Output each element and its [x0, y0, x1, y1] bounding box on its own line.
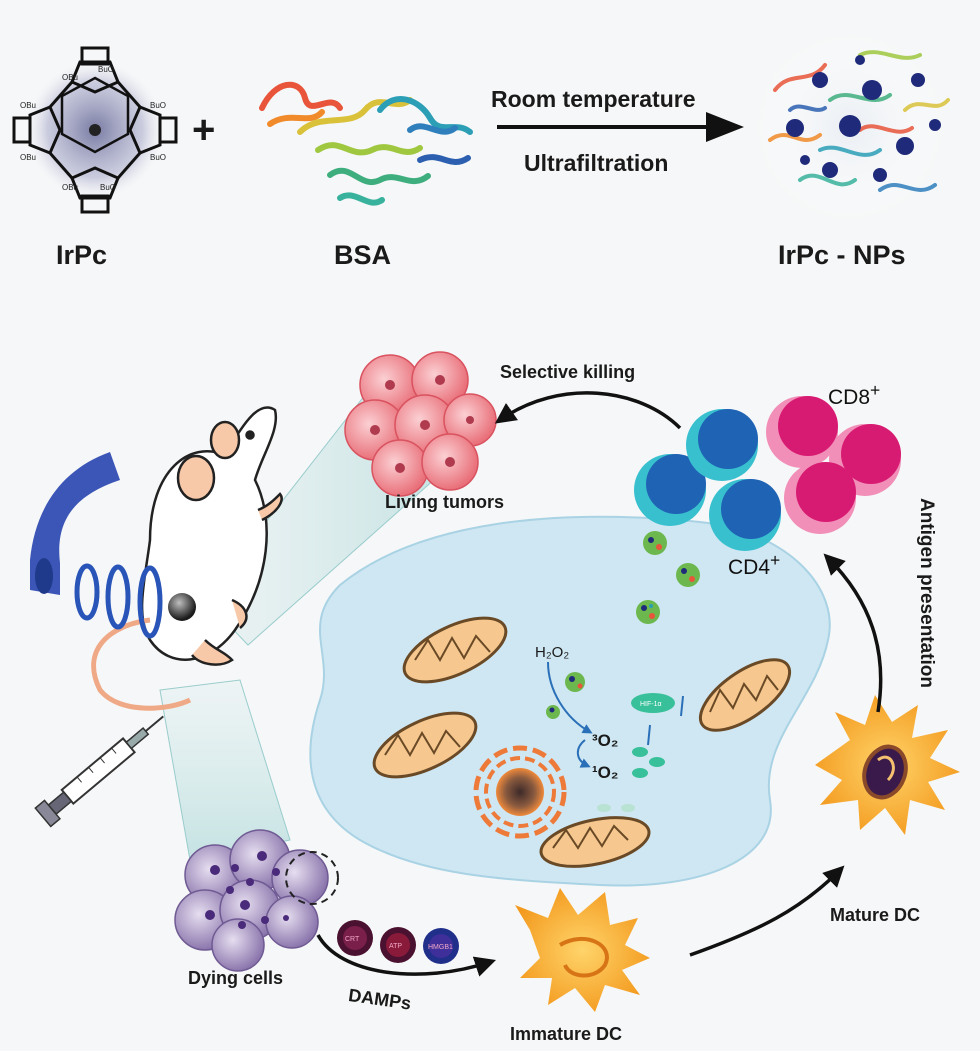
bsa-protein-icon	[259, 81, 473, 206]
nanoparticle-small-icon	[546, 705, 560, 719]
cd4-t-cell	[709, 479, 781, 551]
antigen-presentation-arrow	[823, 553, 883, 713]
condition-ultrafiltration: Ultrafiltration	[524, 150, 669, 176]
substituent-label: BuO	[150, 101, 166, 110]
immature-dc-label: Immature DC	[510, 1024, 623, 1044]
mature-dc-cell	[815, 695, 960, 835]
substituent-label: BuO	[98, 65, 114, 74]
mitochondrion-icon	[539, 816, 651, 868]
damp-sphere-crt	[337, 920, 373, 956]
mitochondrion-icon	[402, 616, 508, 684]
plus-sign: +	[192, 108, 216, 152]
cd8-label: CD8+	[828, 380, 880, 410]
ultrasound-waves-icon	[74, 563, 163, 639]
living-tumors-label: Living tumors	[385, 492, 505, 512]
maturation-arrow	[689, 865, 845, 957]
living-tumor-cluster	[344, 351, 497, 497]
nanoparticle-small-icon	[636, 600, 660, 624]
hif-inhibition-icon	[597, 693, 684, 812]
reagent-bsa-label: BSA	[334, 240, 392, 270]
damps-release-arrow	[316, 934, 496, 977]
cd4-t-cell	[634, 454, 706, 526]
cd4-label: CD4+	[728, 550, 780, 580]
mitochondrion-icon	[372, 711, 478, 779]
dying-cells-cluster	[174, 829, 339, 972]
damp-sphere-hmgb1	[423, 928, 459, 964]
cd4-text: CD4	[728, 556, 771, 579]
irpc-molecule-icon	[12, 46, 178, 214]
product-irpc-nps-label: IrPc - NPs	[778, 240, 906, 270]
syringe-icon	[34, 715, 164, 828]
cell-nucleus-icon	[473, 745, 567, 839]
irpc-nanoparticle-icon	[752, 29, 950, 225]
substituent-label: OBu	[20, 101, 36, 110]
damp-label-hmgb1: HMGB1	[428, 944, 453, 951]
nanoparticle-small-icon	[676, 563, 700, 587]
cd4-sup: +	[770, 550, 781, 570]
mitochondrion-icon	[698, 658, 792, 732]
immature-dc-cell	[515, 888, 650, 1012]
mouse-illustration	[91, 406, 283, 711]
substituent-label: OBu	[20, 153, 36, 162]
h2o2-label: H₂O₂	[535, 644, 569, 661]
laser-source-icon	[30, 452, 120, 595]
substituent-label: OBu	[62, 73, 78, 82]
triplet-oxygen-label: ³O₂	[592, 731, 618, 750]
tumor-site-ball	[168, 593, 196, 621]
nanoparticle-small-icon	[643, 531, 667, 555]
light-beam-to-dying-cells	[159, 679, 291, 861]
condition-room-temperature: Room temperature	[491, 86, 696, 112]
dying-cells-label: Dying cells	[188, 968, 284, 988]
nanoparticle-small-icon	[565, 672, 585, 692]
cd8-t-cell	[766, 396, 838, 468]
cd4-t-cell	[686, 409, 758, 481]
hif-label: HIF-1α	[640, 701, 662, 708]
cd8-sup: +	[870, 380, 881, 400]
damp-sphere-atp	[380, 927, 416, 963]
selective-killing-label: Selective killing	[500, 362, 636, 382]
antigen-presentation-label: Antigen presentation	[916, 498, 937, 689]
selective-killing-arrow	[494, 391, 682, 430]
o2-conversion-arrow	[576, 739, 591, 768]
damp-label-crt: CRT	[345, 936, 360, 943]
substituent-label: OBu	[62, 183, 78, 192]
singlet-oxygen-label: ¹O₂	[592, 763, 618, 782]
reaction-arrow	[497, 112, 744, 142]
irpc-substituent-labels: OBu BuO OBu BuO OBu BuO OBu BuO	[20, 65, 166, 192]
substituent-label: BuO	[100, 183, 116, 192]
substituent-label: BuO	[150, 153, 166, 162]
mature-dc-label: Mature DC	[830, 905, 921, 925]
h2o2-conversion-arrow	[547, 661, 593, 734]
damp-label-atp: ATP	[389, 943, 402, 950]
reagent-irpc-label: IrPc	[56, 240, 108, 270]
cd8-t-cell	[784, 462, 856, 534]
cd8-text: CD8	[828, 386, 871, 409]
